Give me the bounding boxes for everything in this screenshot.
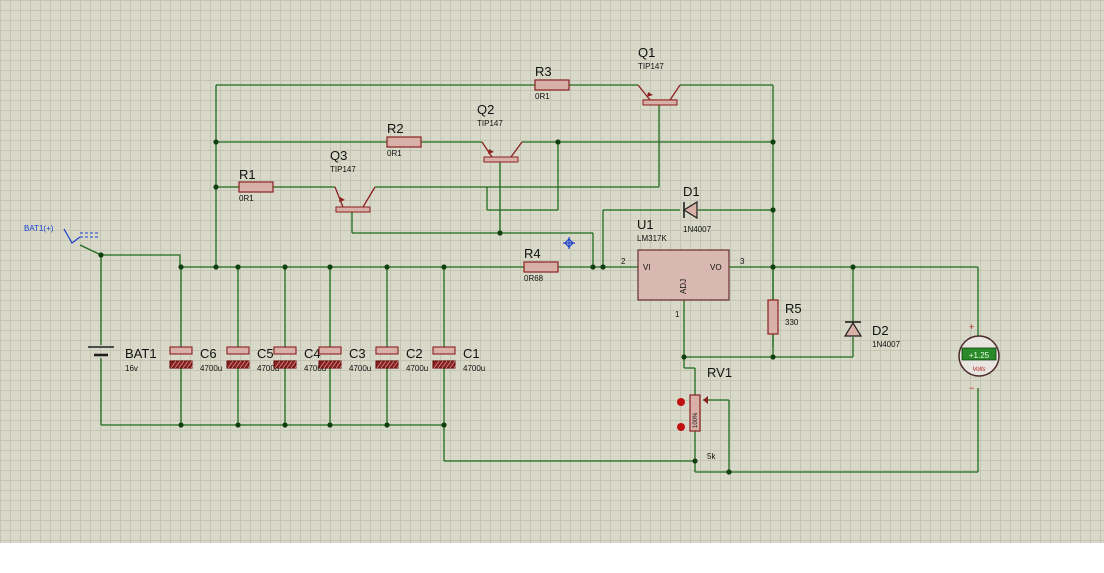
c2-plate-bottom [375, 360, 399, 369]
voltmeter-minus: − [969, 383, 974, 393]
rv1-wiper: 100% [693, 412, 699, 428]
resistor-r1[interactable]: R1 0R1 [238, 167, 274, 203]
u1-pin-num-adj: 1 [675, 310, 680, 319]
c3-ref: C3 [349, 346, 366, 361]
probe-marker[interactable] [563, 237, 575, 249]
c2-ref: C2 [406, 346, 423, 361]
voltmeter-reading: +1.25 [969, 351, 990, 360]
u1-pin-vo: VO [710, 263, 722, 272]
capacitor-c3[interactable]: C3 4700u [318, 346, 371, 373]
u1-value: LM317K [637, 234, 667, 243]
q3-ref: Q3 [330, 148, 347, 163]
bat1-ref: BAT1 [125, 346, 157, 361]
c5-value: 4700u [257, 364, 279, 373]
d2-value: 1N4007 [872, 340, 901, 349]
q2-value: TIP147 [477, 119, 503, 128]
rv1-decrement-button[interactable] [677, 423, 685, 431]
c6-ref: C6 [200, 346, 217, 361]
bat1-value: 16v [125, 364, 138, 373]
resistor-r5[interactable]: R5 330 [767, 299, 802, 335]
terminal-label: BAT1(+) [24, 224, 54, 233]
r2-ref: R2 [387, 121, 404, 136]
c1-hatch [433, 360, 460, 369]
c5-hatch [227, 360, 254, 369]
q1-ref: Q1 [638, 45, 655, 60]
transistor-q3[interactable]: Q3 TIP147 [330, 148, 376, 213]
u1-pin-num-in: 2 [621, 257, 626, 266]
rv1-increment-button[interactable] [677, 398, 685, 406]
terminal-bat1-plus[interactable]: BAT1(+) [24, 224, 98, 244]
schematic-diagram: BAT1(+) BAT1 16v C64700uC54700uC44700uC3… [24, 45, 1000, 475]
d1-ref: D1 [683, 184, 700, 199]
resistor-r2[interactable]: R2 0R1 [386, 121, 422, 158]
c1-plate-top [432, 346, 456, 355]
potentiometer-rv1[interactable]: 100% RV1 5k [677, 365, 732, 461]
capacitor-c4[interactable]: C4 4700u [273, 346, 326, 373]
r1-value: 0R1 [239, 194, 254, 203]
resistor-r4[interactable]: R4 0R68 [523, 246, 559, 283]
r2-value: 0R1 [387, 149, 402, 158]
capacitor-c1[interactable]: C1 4700u [432, 346, 485, 373]
u1-pin-vi: VI [643, 263, 651, 272]
c2-plate-top [375, 346, 399, 355]
c4-ref: C4 [304, 346, 321, 361]
q1-value: TIP147 [638, 62, 664, 71]
c1-ref: C1 [463, 346, 480, 361]
transistor-q1[interactable]: Q1 TIP147 [637, 45, 681, 106]
voltmeter-unit: Volts [972, 367, 985, 373]
r5-value: 330 [785, 318, 799, 327]
junctions [98, 139, 856, 475]
q3-value: TIP147 [330, 165, 356, 174]
r4-ref: R4 [524, 246, 541, 261]
c4-value: 4700u [304, 364, 326, 373]
transistor-q2[interactable]: Q2 TIP147 [477, 102, 523, 163]
c1-value: 4700u [463, 364, 485, 373]
d2-ref: D2 [872, 323, 889, 338]
voltmeter[interactable]: +1.25 Volts + − [958, 322, 1000, 393]
diode-d1[interactable]: D1 1N4007 [682, 184, 712, 234]
r3-ref: R3 [535, 64, 552, 79]
capacitor-c6[interactable]: C6 4700u [169, 346, 222, 373]
capacitor-c5[interactable]: C5 4700u [226, 346, 279, 373]
diode-d2[interactable]: D2 1N4007 [843, 321, 901, 349]
c4-plate-top [273, 346, 297, 355]
q2-ref: Q2 [477, 102, 494, 117]
r4-value: 0R68 [524, 274, 544, 283]
r5-ref: R5 [785, 301, 802, 316]
c3-plate-bottom [318, 360, 342, 369]
c3-plate-top [318, 346, 342, 355]
regulator-u1[interactable]: U1 LM317K VI VO ADJ 2 3 1 [621, 217, 745, 319]
c6-plate-top [169, 346, 193, 355]
resistor-r3[interactable]: R3 0R1 [534, 64, 570, 101]
c6-hatch [170, 360, 197, 369]
r1-ref: R1 [239, 167, 256, 182]
c5-plate-bottom [226, 360, 250, 369]
d1-value: 1N4007 [683, 225, 712, 234]
c1-plate-bottom [432, 360, 456, 369]
u1-pin-num-out: 3 [740, 257, 745, 266]
c2-hatch [376, 360, 403, 369]
r3-value: 0R1 [535, 92, 550, 101]
u1-pin-adj: ADJ [679, 279, 688, 294]
c4-plate-bottom [273, 360, 297, 369]
c2-value: 4700u [406, 364, 428, 373]
wires [79, 84, 979, 473]
u1-ref: U1 [637, 217, 654, 232]
c6-value: 4700u [200, 364, 222, 373]
c5-ref: C5 [257, 346, 274, 361]
c3-hatch [319, 360, 346, 369]
c4-hatch [274, 360, 301, 369]
rv1-value: 5k [707, 452, 716, 461]
rv1-ref: RV1 [707, 365, 732, 380]
capacitor-c2[interactable]: C2 4700u [375, 346, 428, 373]
c6-plate-bottom [169, 360, 193, 369]
battery-bat1[interactable]: BAT1 16v [88, 346, 157, 373]
c3-value: 4700u [349, 364, 371, 373]
capacitor-group: C6 4700u C5 4700u C4 4700u C3 4700u C2 4700u C1 470… [169, 346, 485, 373]
c5-plate-top [226, 346, 250, 355]
voltmeter-plus: + [969, 322, 974, 332]
